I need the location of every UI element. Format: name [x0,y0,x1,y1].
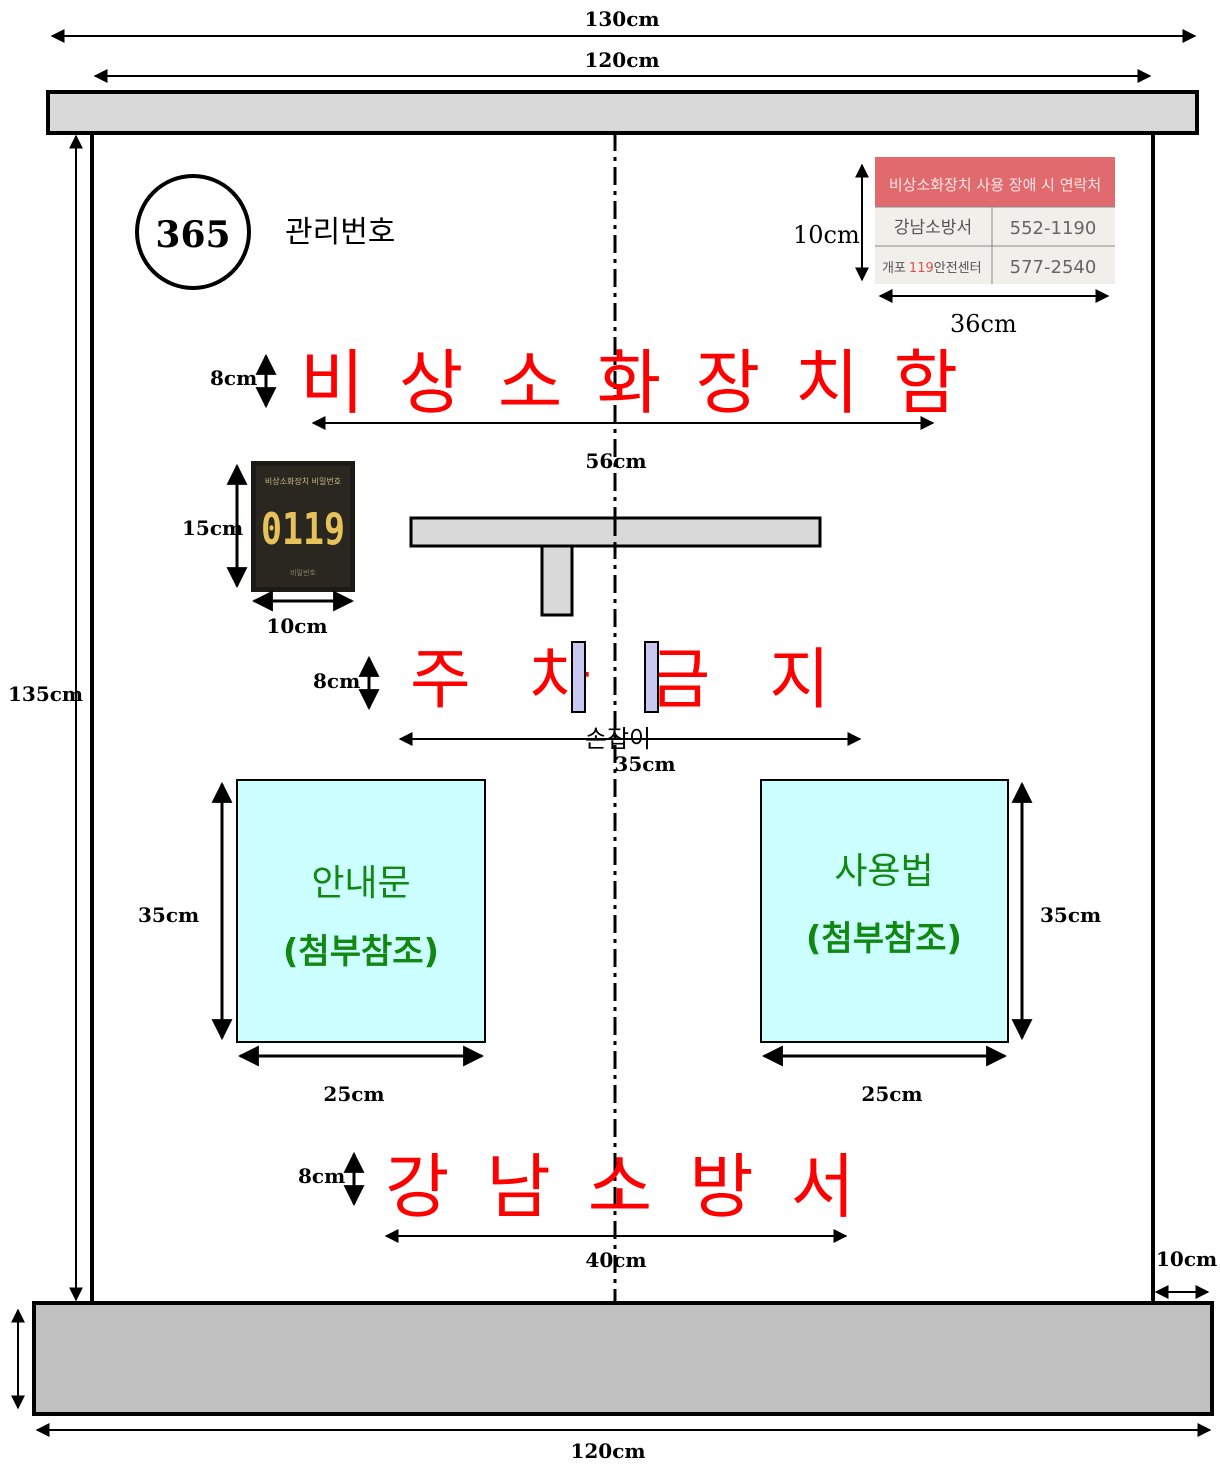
contact-header: 비상소화장치 사용 장애 시 연락처 [889,176,1101,194]
base-side-label: 10cm [1156,1247,1217,1271]
management-circle [135,174,251,290]
outer-width-label: 130cm [584,7,659,31]
handle-left [571,641,586,713]
no-parking-width-label: 35cm [614,752,675,776]
contact-row1-phone: 552-1190 [1010,218,1097,239]
guide-height-label: 35cm [138,903,199,927]
password-header: 비상소화장치 비밀번호 [265,476,341,486]
top-width-label: 120cm [584,48,659,72]
usage-line1: 사용법 [834,851,933,892]
title-width-label: 56cm [585,449,646,473]
base [32,1301,1214,1416]
handle-right [644,641,659,713]
password-code: 0119 [261,504,345,555]
contact-row2-phone: 577-2540 [1010,257,1097,278]
guide-line1: 안내문 [311,863,410,904]
height-label: 135cm [8,682,83,706]
cabinet-title: 비 상 소 화 장 치 함 [300,342,958,424]
password-height-label: 15cm [182,516,243,540]
guide-width-label: 25cm [323,1082,384,1106]
no-parking-height-label: 8cm [313,669,360,693]
usage-box [760,779,1009,1043]
t-handle-stem [540,544,574,617]
usage-width-label: 25cm [861,1082,922,1106]
guide-box [236,779,486,1043]
guide-line2: (첨부참조) [283,932,439,972]
management-label: 관리번호 [285,215,395,250]
top-cap [46,90,1199,135]
management-number: 365 [155,214,230,256]
handle-label: 손잡이 [585,725,651,753]
title-height-label: 8cm [210,366,257,390]
password-sign: 비상소화장치 비밀번호 0119 비밀번호 [251,461,355,592]
usage-height-label: 35cm [1040,903,1101,927]
station-height-label: 8cm [298,1164,345,1188]
password-width-label: 10cm [266,614,327,638]
contact-width-label: 36cm [950,310,1017,338]
contact-height-label: 10cm [793,221,860,249]
base-width-label: 120cm [570,1439,645,1463]
station-width-label: 40cm [585,1248,646,1272]
station-text: 강 남 소 방 서 [385,1146,855,1228]
contact-row1-name: 강남소방서 [894,218,972,238]
usage-line2: (첨부참조) [806,919,962,959]
password-footer: 비밀번호 [290,568,316,577]
cabinet-body [90,131,1155,1305]
